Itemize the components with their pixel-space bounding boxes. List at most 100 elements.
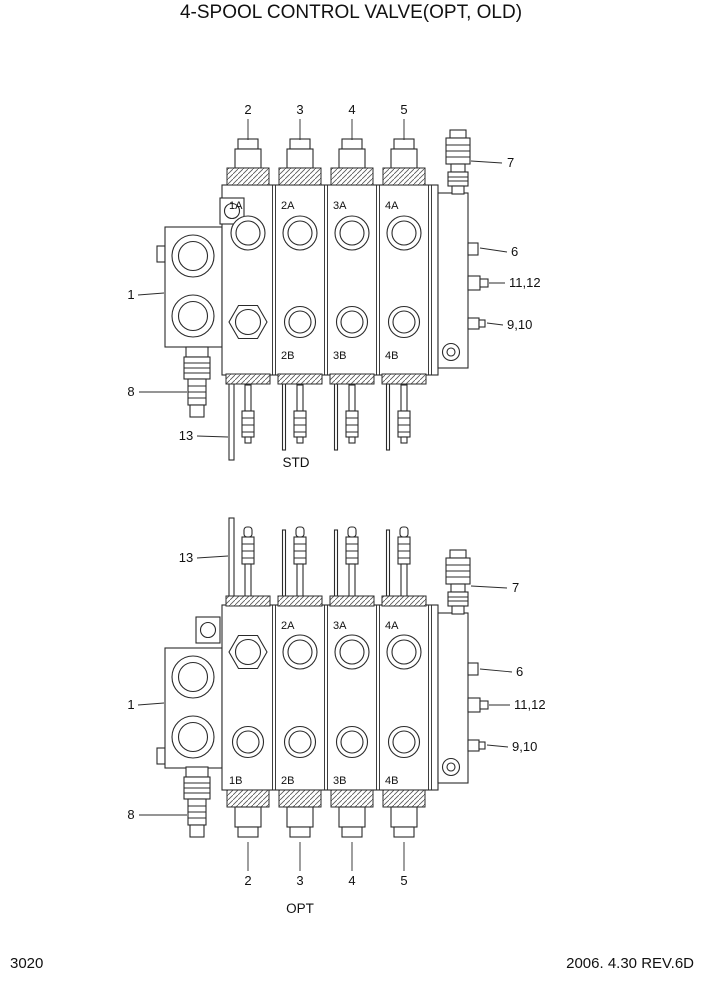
opt-inlet-port-top <box>171 655 215 699</box>
opt-mount-pad-4 <box>381 595 427 607</box>
std-port-label-2b: 2B <box>281 350 294 362</box>
std-port-1a <box>230 215 266 251</box>
opt-spool-bar-1 <box>228 517 235 599</box>
std-port-4a <box>386 215 422 251</box>
opt-spool-cap-4 <box>382 789 426 838</box>
opt-callout-1: 1 <box>127 697 134 712</box>
std-diagram: 1A 2A 3A 4A 2B 3B 4B 2 3 4 5 7 6 11,12 9… <box>127 102 540 470</box>
opt-caption: OPT <box>286 901 314 916</box>
std-callout-2: 2 <box>244 102 251 117</box>
std-valve-body <box>221 184 439 376</box>
std-port-3b <box>335 305 369 339</box>
opt-spool-bar-3 <box>333 529 339 597</box>
std-end-cover <box>437 192 469 369</box>
opt-callout-13: 13 <box>179 550 193 565</box>
std-port-label-4b: 4B <box>385 350 398 362</box>
std-port-4b <box>387 305 421 339</box>
std-inlet-port-top <box>171 234 215 278</box>
opt-port-2a <box>282 634 318 670</box>
opt-hose-fitting-8 <box>183 766 211 838</box>
opt-inlet-tab <box>156 747 166 765</box>
opt-diagram: 2A 3A 4A 1B 2B 3B 4B 13 7 6 11,12 9,10 1… <box>127 517 546 916</box>
std-leader-lines <box>137 119 508 438</box>
std-callout-8: 8 <box>127 384 134 399</box>
opt-mount-pad-1 <box>225 595 271 607</box>
std-spool-rod-3 <box>345 384 359 444</box>
opt-port-label-4b: 4B <box>385 775 398 787</box>
opt-spool-cap-2 <box>278 789 322 838</box>
opt-port-1b <box>231 725 265 759</box>
opt-valve-body <box>221 604 439 791</box>
opt-fitting-11-12 <box>467 697 481 713</box>
opt-section-dividers <box>272 605 432 790</box>
std-fitting-11-12 <box>467 275 481 291</box>
opt-inlet-port-bottom <box>171 715 215 759</box>
std-spool-cap-3 <box>330 138 374 186</box>
opt-callout-7: 7 <box>512 580 519 595</box>
opt-port-3b <box>335 725 369 759</box>
std-fitting-11-12-tip <box>479 278 489 288</box>
opt-port-4a <box>386 634 422 670</box>
std-callout-11-12: 11,12 <box>509 275 541 290</box>
opt-plug-9-10-tip <box>478 741 486 750</box>
std-end-hole-inner <box>446 347 456 357</box>
std-port-label-2a: 2A <box>281 200 295 212</box>
std-spool-cap-4 <box>382 138 426 186</box>
opt-port-label-1b: 1B <box>229 775 242 787</box>
std-port-label-3b: 3B <box>333 350 346 362</box>
std-callout-4: 4 <box>348 102 355 117</box>
opt-port-label-3b: 3B <box>333 775 346 787</box>
std-callout-1: 1 <box>127 287 134 302</box>
std-port-3a <box>334 215 370 251</box>
std-mount-pad-3 <box>329 373 375 385</box>
opt-spool-bar-2 <box>281 529 287 597</box>
opt-spool-rod-2 <box>293 526 307 598</box>
opt-fitting-11-12-tip <box>479 700 489 710</box>
opt-spool-cap-3 <box>330 789 374 838</box>
opt-port-label-3a: 3A <box>333 620 347 632</box>
std-port-2b <box>283 305 317 339</box>
opt-end-cover <box>437 612 469 784</box>
opt-spool-rod-3 <box>345 526 359 598</box>
std-callout-5: 5 <box>400 102 407 117</box>
std-spool-rod-1 <box>241 384 255 444</box>
std-spool-cap-2 <box>278 138 322 186</box>
std-port-label-3a: 3A <box>333 200 347 212</box>
opt-spool-bar-4 <box>385 529 391 597</box>
std-mount-pad-2 <box>277 373 323 385</box>
std-caption: STD <box>283 455 310 470</box>
page-title: 4-SPOOL CONTROL VALVE(OPT, OLD) <box>180 2 522 23</box>
opt-mount-pad-3 <box>329 595 375 607</box>
opt-spool-rod-4 <box>397 526 411 598</box>
opt-callout-6: 6 <box>516 664 523 679</box>
std-spool-bar-1 <box>228 379 235 461</box>
std-callout-7: 7 <box>507 155 514 170</box>
opt-end-hole-inner <box>446 762 456 772</box>
std-plug-9-10 <box>467 317 480 330</box>
opt-mount-hole <box>199 621 217 639</box>
opt-plug-9-10 <box>467 739 480 752</box>
std-mount-hole <box>223 202 241 220</box>
page-number: 3020 <box>10 955 43 972</box>
opt-leader-lines <box>137 555 513 871</box>
std-callout-3: 3 <box>296 102 303 117</box>
opt-spool-rod-1 <box>241 526 255 598</box>
opt-spool-cap-1 <box>226 789 270 838</box>
opt-port-label-2a: 2A <box>281 620 295 632</box>
opt-callout-4: 4 <box>348 873 355 888</box>
std-plug-9-10-tip <box>478 319 486 328</box>
opt-mount-pad-2 <box>277 595 323 607</box>
std-callout-9-10: 9,10 <box>507 317 532 332</box>
std-spool-bar-4 <box>385 383 391 451</box>
opt-port-label-2b: 2B <box>281 775 294 787</box>
std-port-label-1a: 1A <box>229 200 243 212</box>
std-spool-rod-4 <box>397 384 411 444</box>
std-inlet-tab <box>156 245 166 263</box>
opt-callout-9-10: 9,10 <box>512 739 537 754</box>
opt-port-3a <box>334 634 370 670</box>
opt-plug-6 <box>467 662 479 676</box>
std-spool-cap-1 <box>226 138 270 186</box>
std-inlet-port-bottom <box>171 294 215 338</box>
std-port-label-4a: 4A <box>385 200 399 212</box>
